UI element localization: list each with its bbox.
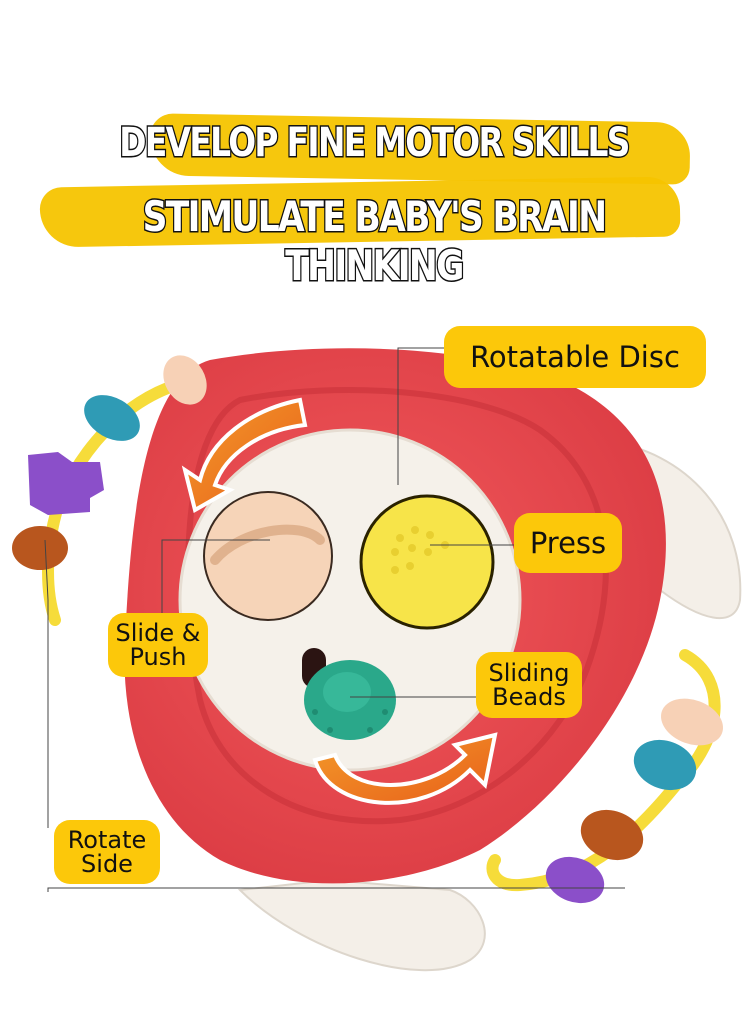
callout-rotatable-disc-text: Rotatable Disc xyxy=(470,339,680,374)
rotate-arrow-top xyxy=(181,397,308,514)
bead-peach-right xyxy=(661,698,723,746)
bead-brown-left xyxy=(12,526,68,570)
callout-press: Press xyxy=(514,513,622,573)
rotate-arrow-bottom xyxy=(312,732,498,805)
callout-rotate-side: Rotate Side xyxy=(54,820,160,884)
callout-sliding-beads: Sliding Beads xyxy=(476,652,582,718)
headline-line-1: DEVELOP FINE MOTOR SKILLS xyxy=(118,119,632,168)
callout-slide-push: Slide & Push xyxy=(108,613,208,677)
bead-purple-right xyxy=(545,856,605,904)
bead-blue-right xyxy=(633,739,697,791)
press-button xyxy=(359,494,495,630)
sliding-knob xyxy=(304,660,396,740)
callout-rotate-side-line1: Rotate xyxy=(67,826,147,854)
callout-slide-push-line1: Slide & xyxy=(115,619,201,647)
callout-press-text: Press xyxy=(529,525,607,560)
bead-purple-left xyxy=(28,452,104,515)
bead-brown-right xyxy=(580,809,644,861)
callout-rotate-side-line2: Side xyxy=(81,850,133,878)
bead-blue-top xyxy=(84,395,140,441)
white-side-wing-bottom xyxy=(237,878,486,972)
slide-push-button xyxy=(203,491,333,621)
bead-peach-top xyxy=(163,355,207,405)
callout-rotatable-disc: Rotatable Disc xyxy=(444,326,706,388)
headline-line-2: STIMULATE BABY'S BRAIN THINKING xyxy=(141,191,608,292)
callout-sliding-beads-line1: Sliding xyxy=(488,659,570,687)
callout-sliding-beads-line2: Beads xyxy=(492,683,566,711)
callout-leader-lines xyxy=(44,347,625,892)
callout-slide-push-line2: Push xyxy=(129,643,187,671)
